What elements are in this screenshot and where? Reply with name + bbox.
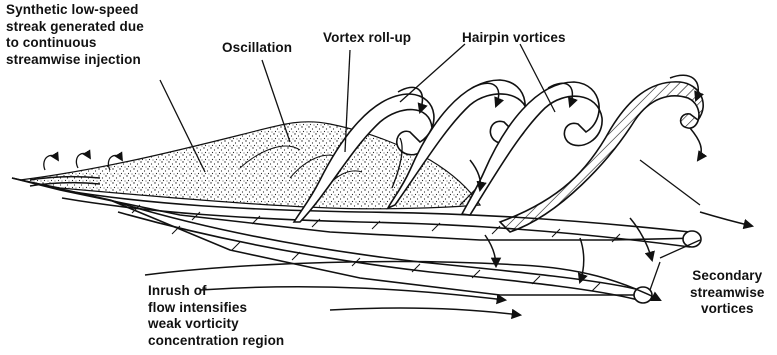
label-secondary-line3: vortices: [690, 301, 765, 318]
label-oscillation: Oscillation: [222, 40, 292, 57]
label-streak-line4: streamwise injection: [6, 52, 144, 69]
label-streak-line3: to continuous: [6, 35, 144, 52]
label-inrush-line4: concentration region: [148, 333, 284, 350]
label-secondary-line2: streamwise: [690, 285, 765, 302]
label-streak-line1: Synthetic low-speed: [6, 2, 144, 19]
label-streak-line2: streak generated due: [6, 19, 144, 36]
hairpin-vortex-3: [462, 82, 602, 215]
label-inrush: Inrush of flow intensifies weak vorticit…: [148, 283, 284, 349]
label-inrush-line2: flow intensifies: [148, 300, 284, 317]
label-vortex-rollup: Vortex roll-up: [323, 30, 411, 47]
label-secondary-vortices: Secondary streamwise vortices: [690, 268, 765, 318]
label-inrush-line3: weak vorticity: [148, 316, 284, 333]
label-inrush-line1: Inrush of: [148, 283, 284, 300]
label-streak: Synthetic low-speed streak generated due…: [6, 2, 144, 68]
label-secondary-line1: Secondary: [690, 268, 765, 285]
label-hairpin-vortices: Hairpin vortices: [462, 30, 566, 47]
